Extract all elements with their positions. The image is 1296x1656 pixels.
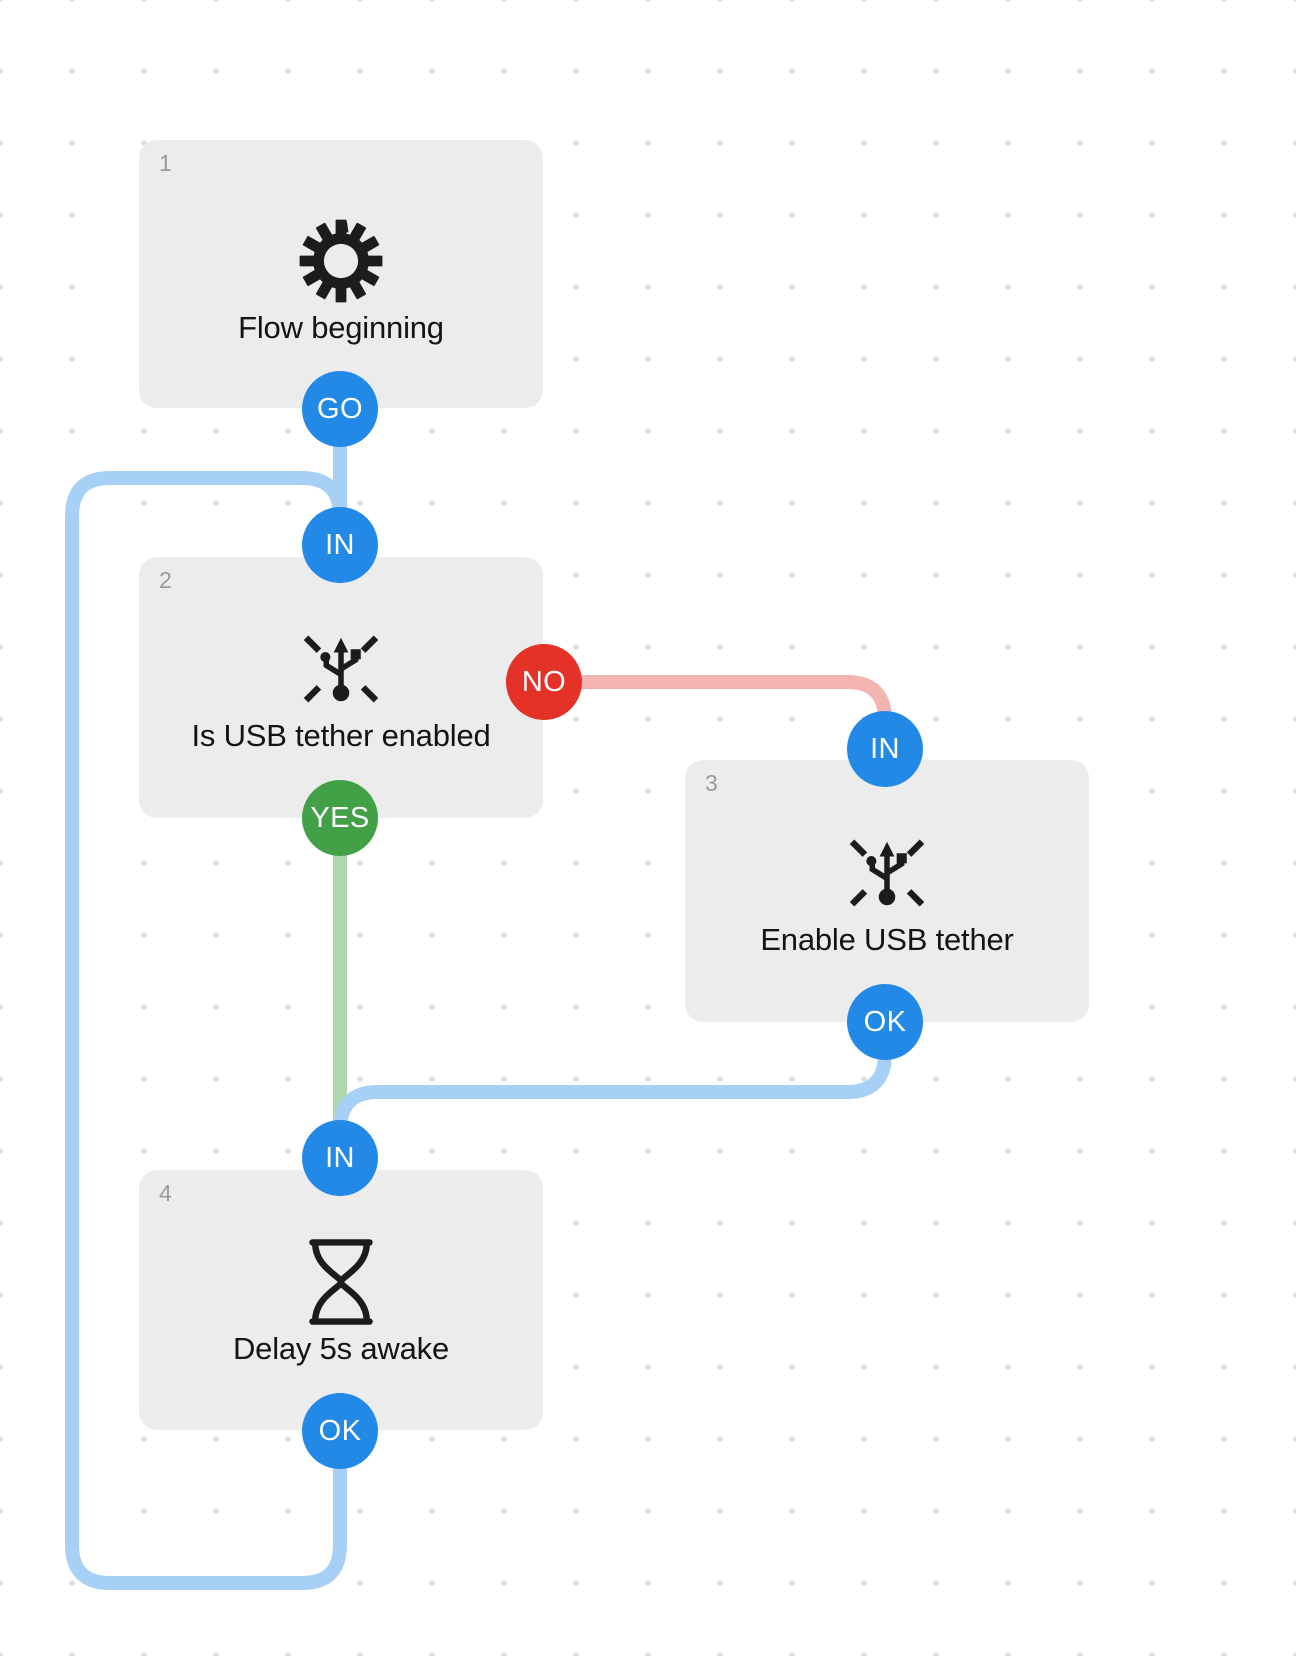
port-in-node-3[interactable]: IN bbox=[847, 711, 923, 787]
flow-node-4[interactable]: 4 Delay 5s awake bbox=[139, 1170, 543, 1430]
port-in-node-2[interactable]: IN bbox=[302, 507, 378, 583]
port-yes-node-2[interactable]: YES bbox=[302, 780, 378, 856]
wire-ok3-to-in4 bbox=[333, 1015, 892, 1165]
node-content: Flow beginning bbox=[139, 140, 543, 408]
node-content: Enable USB tether bbox=[685, 760, 1089, 1022]
gear-icon bbox=[291, 213, 391, 309]
port-ok-node-3[interactable]: OK bbox=[847, 984, 923, 1060]
node-index-label: 4 bbox=[159, 1180, 172, 1206]
flow-node-3[interactable]: 3 bbox=[685, 760, 1089, 1022]
node-title: Delay 5s awake bbox=[232, 1330, 450, 1366]
node-content: Delay 5s awake bbox=[139, 1170, 543, 1430]
node-index-label: 3 bbox=[705, 770, 718, 796]
node-index-label: 2 bbox=[159, 567, 172, 593]
node-title: Flow beginning bbox=[238, 309, 444, 345]
usb-icon bbox=[291, 621, 391, 717]
port-go-node-1[interactable]: GO bbox=[302, 371, 378, 447]
flow-node-2[interactable]: 2 bbox=[139, 557, 543, 818]
flow-node-1[interactable]: 1 bbox=[139, 140, 543, 408]
node-content: Is USB tether enabled bbox=[139, 557, 543, 818]
node-index-label: 1 bbox=[159, 150, 172, 176]
hourglass-icon bbox=[291, 1234, 391, 1330]
node-title: Is USB tether enabled bbox=[191, 718, 491, 754]
node-title: Enable USB tether bbox=[760, 921, 1014, 957]
port-in-node-4[interactable]: IN bbox=[302, 1120, 378, 1196]
port-ok-node-4[interactable]: OK bbox=[302, 1393, 378, 1469]
port-no-node-2[interactable]: NO bbox=[506, 644, 582, 720]
usb-icon bbox=[837, 825, 937, 921]
wire-no2-to-in3 bbox=[575, 675, 892, 756]
